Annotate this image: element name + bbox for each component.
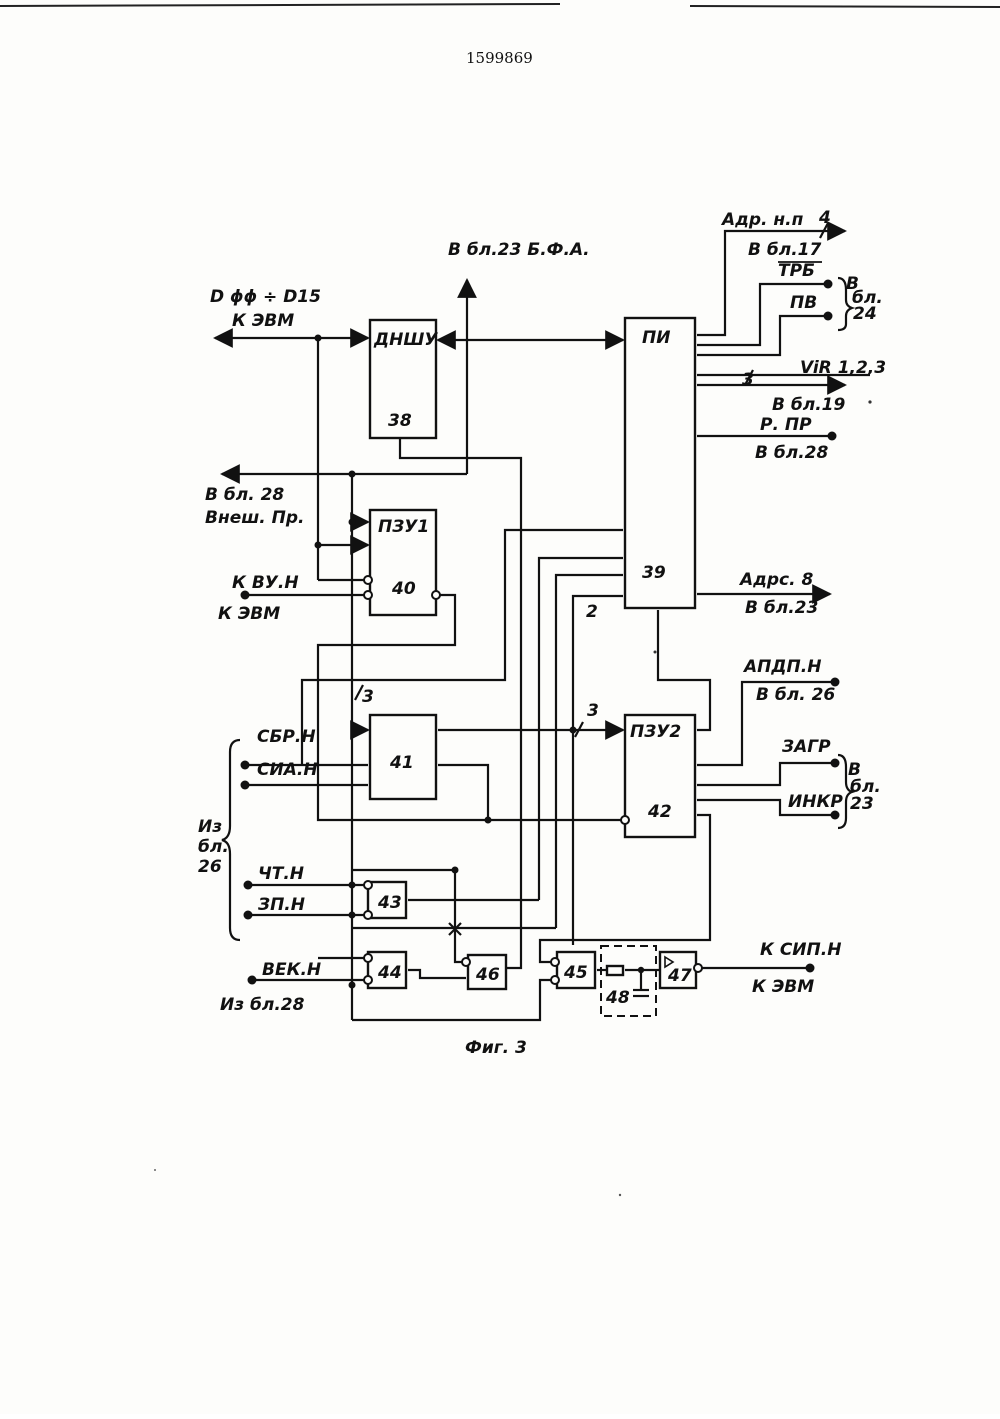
label-rpr: Р. ПР [760, 415, 812, 435]
block-40-number: 40 [391, 579, 416, 599]
block-48-rc: 48 [601, 946, 660, 1016]
label-to-bl28-2: В бл.28 [755, 443, 828, 463]
label-bus-data: D ϕϕ ÷ D15 [210, 287, 321, 307]
block-40-title: ПЗУ1 [378, 517, 429, 537]
block-42-number: 42 [647, 802, 672, 822]
block-44: 44 [368, 952, 406, 988]
label-to-evm-1: К ЭВМ [232, 311, 294, 331]
label-vir: ViR 1,2,3 [800, 358, 886, 378]
block-38-title: ДНШУ [373, 330, 438, 350]
figure-caption: Фиг. 3 [465, 1038, 527, 1058]
block-46: 46 [468, 955, 506, 989]
label-to-bl23-1: В бл.23 [745, 598, 818, 618]
label-trb: ТРБ [778, 261, 815, 281]
label-n26: 26 [198, 857, 222, 877]
label-width-2: 2 [586, 602, 598, 622]
label-inkr: ИНКР [788, 792, 843, 812]
block-39-title: ПИ [642, 328, 670, 348]
block-38: ДНШУ 38 [370, 320, 438, 438]
label-to-bl24-n: 24 [853, 304, 877, 324]
label-adr-np-width: 4 [818, 208, 831, 228]
block-44-number: 44 [377, 963, 402, 983]
label-width-3b: 3 [587, 701, 599, 721]
block-38-number: 38 [388, 411, 412, 431]
label-width-3a: 3 [362, 687, 374, 707]
wires [215, 231, 870, 1020]
label-adr-np: Адр. н.п [720, 210, 804, 230]
label-apdp: АПДП.Н [742, 657, 821, 677]
label-cht: ЧТ.Н [258, 864, 304, 884]
label-kvu: К ВУ.Н [232, 573, 299, 593]
label-adrs: Адрс. 8 [738, 570, 814, 590]
block-39-number: 39 [642, 563, 666, 583]
label-zagr: ЗАГР [781, 737, 831, 757]
label-to-bl23-bfa: В бл.23 Б.Ф.А. [448, 240, 590, 260]
block-40: ПЗУ1 40 [370, 510, 436, 615]
label-iz: Из [198, 817, 222, 837]
label-vir-width: 3 [742, 370, 754, 390]
label-from-bl28: Из бл.28 [220, 995, 305, 1015]
block-46-number: 46 [475, 965, 500, 985]
label-to-evm-3: К ЭВМ [752, 977, 814, 997]
junction-dots [315, 335, 577, 989]
label-vek: ВЕК.Н [262, 960, 321, 980]
label-ext-pr: Внеш. Пр. [205, 508, 305, 528]
block-47: 47 [660, 952, 696, 988]
block-45-number: 45 [563, 963, 588, 983]
block-39: ПИ 39 [625, 318, 695, 608]
label-bl: бл. [198, 837, 229, 857]
block-41-number: 41 [389, 753, 414, 773]
block-42: ПЗУ2 42 [625, 715, 695, 837]
block-42-title: ПЗУ2 [630, 722, 681, 742]
block-48-number: 48 [605, 988, 630, 1008]
block-45: 45 [557, 952, 595, 988]
labels: D ϕϕ ÷ D15 К ЭВМ В бл.23 Б.Ф.А. В бл. 28… [198, 208, 886, 1015]
label-ksip: К СИП.Н [760, 940, 841, 960]
block-43: 43 [368, 882, 406, 918]
label-zp: ЗП.Н [257, 895, 305, 915]
label-to-bl19: В бл.19 [772, 395, 845, 415]
block-43-number: 43 [377, 893, 402, 913]
scan-border [0, 4, 1000, 7]
block-47-number: 47 [667, 966, 692, 986]
label-to-bl23-n: 23 [850, 794, 874, 814]
block-41: 41 [370, 715, 436, 799]
label-pv: ПВ [790, 293, 817, 313]
label-to-evm-2: К ЭВМ [218, 604, 280, 624]
label-to-bl28-1: В бл. 28 [205, 485, 284, 505]
patent-number: 1599869 [466, 49, 533, 67]
label-to-bl26: В бл. 26 [756, 685, 835, 705]
label-sbr: СБР.Н [257, 727, 316, 747]
label-sia: СИА.Н [257, 760, 318, 780]
label-to-bl17: В бл.17 [748, 240, 821, 260]
